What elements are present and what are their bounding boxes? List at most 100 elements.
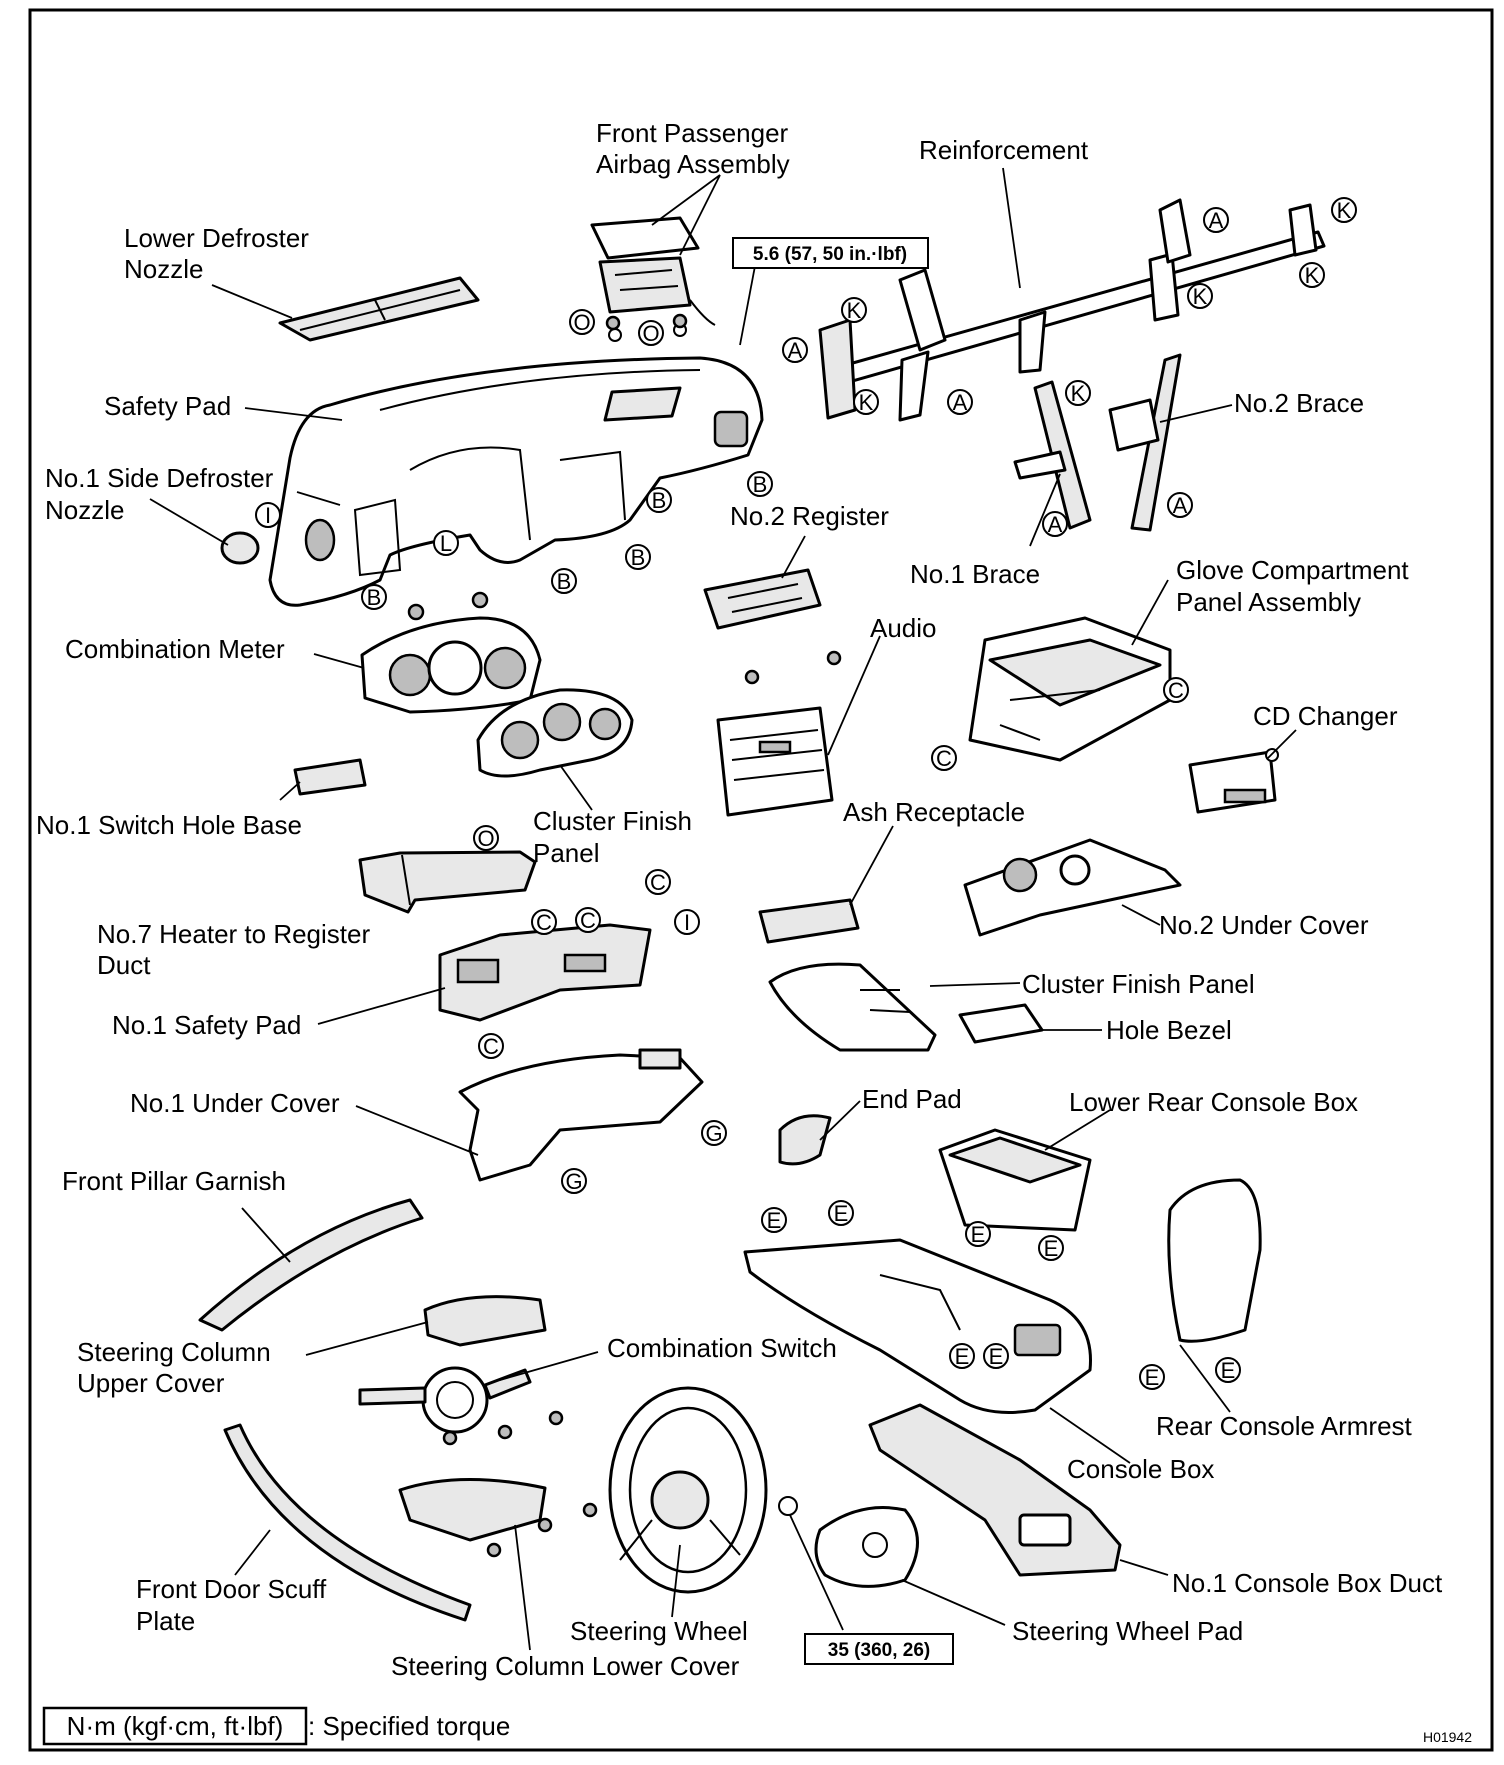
label-cd-changer: CD Changer [1253, 701, 1398, 731]
label-rear-console-armrest: Rear Console Armrest [1156, 1411, 1413, 1441]
label-no7-heater-duct-2: Duct [97, 950, 151, 980]
clip-marker-g-2: G [561, 1168, 587, 1194]
svg-text:K: K [859, 390, 874, 415]
label-lower-defroster-2: Nozzle [124, 254, 203, 284]
svg-text:A: A [1173, 493, 1188, 518]
clip-marker-c-6: C [478, 1033, 504, 1059]
svg-text:C: C [1168, 678, 1184, 703]
no2-under-cover-part [963, 838, 1182, 937]
label-reinforcement: Reinforcement [919, 135, 1089, 165]
clip-marker-l-2: K [1299, 262, 1325, 288]
clip-marker-e-2: E [1038, 1235, 1064, 1261]
steering-nut-part [778, 1496, 798, 1516]
switch-hole-base-part [293, 758, 367, 796]
clip-marker-e-6: E [1215, 1357, 1241, 1383]
svg-text:B: B [557, 569, 572, 594]
clip-marker-c-3: C [645, 869, 671, 895]
label-no2-under-cover: No.2 Under Cover [1159, 910, 1369, 940]
svg-text:E: E [767, 1208, 782, 1233]
clip-marker-c-1: C [1163, 677, 1189, 703]
svg-text:E: E [1221, 1358, 1236, 1383]
svg-text:L: L [440, 531, 452, 556]
no1-safety-pad-part [438, 923, 652, 1022]
reinforcement-part [818, 198, 1326, 422]
no1-brace-part [1033, 380, 1092, 530]
clip-marker-a-1: A [1203, 207, 1229, 233]
clip-markers: O O A K K K K A K A K A A I L B B B B B … [255, 197, 1357, 1390]
front-door-scuff-plate-part [223, 1423, 472, 1622]
label-no1-under-cover: No.1 Under Cover [130, 1088, 340, 1118]
label-steering-column-upper-2: Upper Cover [77, 1368, 225, 1398]
svg-text:E: E [1044, 1236, 1059, 1261]
svg-text:O: O [642, 321, 659, 346]
label-lower-rear-console-box: Lower Rear Console Box [1069, 1087, 1358, 1117]
clip-marker-l-6: K [1065, 380, 1091, 406]
svg-text:E: E [834, 1201, 849, 1226]
rear-console-armrest-part [1167, 1178, 1262, 1343]
label-glove-compartment-1: Glove Compartment [1176, 555, 1409, 585]
svg-text:C: C [580, 908, 596, 933]
front-passenger-airbag-part [590, 216, 716, 342]
ash-receptacle-part [758, 898, 860, 944]
label-front-door-scuff-2: Plate [136, 1606, 195, 1636]
label-cluster-finish-panel-lower: Cluster Finish Panel [1022, 969, 1255, 999]
torque-legend: N·m (kgf·cm, ft·lbf) : Specified torque [42, 1706, 510, 1746]
label-cluster-finish-panel-upper-1: Cluster Finish [533, 806, 692, 836]
svg-text:K: K [1193, 284, 1208, 309]
clip-marker-c-5: C [575, 907, 601, 933]
label-glove-compartment-2: Panel Assembly [1176, 587, 1361, 617]
svg-text:G: G [565, 1169, 582, 1194]
clip-marker-b-3: B [625, 544, 651, 570]
cluster-finish-panel-upper-part [476, 688, 634, 778]
no2-register-part [703, 568, 822, 630]
clip-marker-o-3: O [473, 825, 499, 851]
clip-marker-e-3: E [949, 1343, 975, 1369]
legend-description: : Specified torque [308, 1711, 510, 1741]
svg-text:K: K [847, 298, 862, 323]
hole-bezel-part [958, 1003, 1044, 1044]
label-combination-switch: Combination Switch [607, 1333, 837, 1363]
clip-marker-a-3: A [947, 389, 973, 415]
label-audio: Audio [870, 613, 937, 643]
svg-text:A: A [953, 390, 968, 415]
svg-text:O: O [573, 310, 590, 335]
clip-marker-l-1: K [1331, 197, 1357, 223]
svg-text:B: B [652, 488, 667, 513]
label-end-pad: End Pad [862, 1084, 962, 1114]
leader-lines [149, 167, 1297, 1651]
svg-text:B: B [367, 585, 382, 610]
clip-marker-l-5: K [853, 389, 879, 415]
legend-unit-box [42, 1706, 308, 1746]
label-safety-pad: Safety Pad [104, 391, 231, 421]
label-ash-receptacle: Ash Receptacle [843, 797, 1025, 827]
lower-defroster-nozzle-part [278, 276, 480, 342]
label-steering-wheel-pad: Steering Wheel Pad [1012, 1616, 1243, 1646]
clip-marker-o-1: O [569, 309, 595, 335]
clip-marker-i-2: I [674, 909, 700, 935]
svg-text:A: A [1048, 512, 1063, 537]
svg-text:C: C [650, 870, 666, 895]
clip-marker-e-4: E [983, 1343, 1009, 1369]
clip-marker-e-5: E [1139, 1364, 1165, 1390]
svg-text:B: B [753, 472, 768, 497]
legend-unit-text: N·m (kgf·cm, ft·lbf) [67, 1711, 284, 1741]
svg-text:G: G [705, 1121, 722, 1146]
side-defroster-nozzle-part [220, 531, 260, 565]
svg-text:K: K [1305, 263, 1320, 288]
cluster-finish-panel-lower-part [768, 962, 937, 1052]
console-box-part [743, 1238, 1092, 1414]
label-steering-wheel: Steering Wheel [570, 1616, 748, 1646]
label-front-passenger-airbag-2: Airbag Assembly [596, 149, 790, 179]
clip-marker-b-5: B [361, 584, 387, 610]
svg-text:E: E [989, 1344, 1004, 1369]
no7-heater-duct-part [358, 850, 537, 914]
label-combination-meter: Combination Meter [65, 634, 285, 664]
clip-marker-l-4: K [841, 297, 867, 323]
label-cluster-finish-panel-upper-2: Panel [533, 838, 600, 868]
steering-column-lower-cover-part [398, 1477, 547, 1542]
clip-marker-b-2: B [646, 487, 672, 513]
clip-marker-a-4: A [1167, 492, 1193, 518]
label-no1-safety-pad: No.1 Safety Pad [112, 1010, 301, 1040]
no2-brace-part [1130, 353, 1182, 532]
svg-text:E: E [971, 1222, 986, 1247]
